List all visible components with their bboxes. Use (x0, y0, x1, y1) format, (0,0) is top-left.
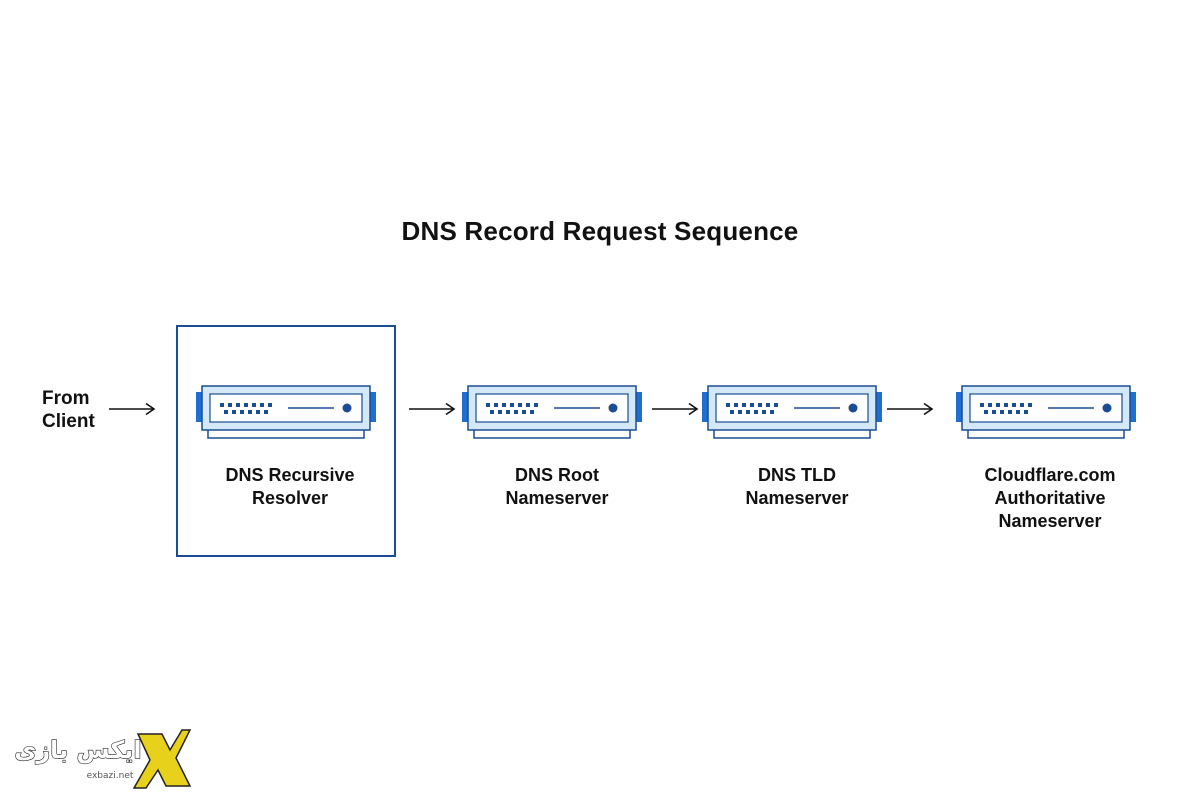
node-label-line: Resolver (251, 488, 329, 508)
node-label-line: Nameserver (505, 488, 609, 508)
from-client-line1: From (42, 388, 90, 409)
arrow-right-icon (109, 402, 156, 416)
node-label-tld-nameserver: DNS TLD Nameserver (700, 464, 894, 510)
node-label-line: DNS Recursive (225, 465, 355, 485)
server-icon (196, 385, 376, 439)
diagram-title: DNS Record Request Sequence (401, 216, 799, 246)
watermark-logo: ایکس بازی exbazi.net (14, 729, 192, 789)
arrow-right-icon (652, 402, 699, 416)
server-icon (702, 385, 882, 439)
node-label-line: Nameserver (745, 488, 849, 508)
from-client-line2: Client (42, 411, 95, 432)
arrow-right-icon (887, 402, 934, 416)
node-label-line: Cloudflare.com (984, 465, 1116, 485)
node-label-line: Authoritative (994, 488, 1106, 508)
from-client-label: From Client (42, 387, 132, 433)
watermark-site-text: exbazi.net (87, 771, 134, 781)
node-label-recursive-resolver: DNS Recursive Resolver (196, 464, 384, 510)
node-label-line: DNS TLD (758, 465, 836, 485)
node-label-line: DNS Root (515, 465, 599, 485)
node-label-authoritative-nameserver: Cloudflare.com Authoritative Nameserver (950, 464, 1150, 533)
node-label-line: Nameserver (998, 511, 1102, 531)
node-label-root-nameserver: DNS Root Nameserver (460, 464, 654, 510)
watermark-logo-text: ایکس بازی (14, 736, 141, 764)
server-icon (956, 385, 1136, 439)
arrow-right-icon (409, 402, 456, 416)
server-icon (462, 385, 642, 439)
recursive-resolver-highlight-box (176, 325, 396, 557)
